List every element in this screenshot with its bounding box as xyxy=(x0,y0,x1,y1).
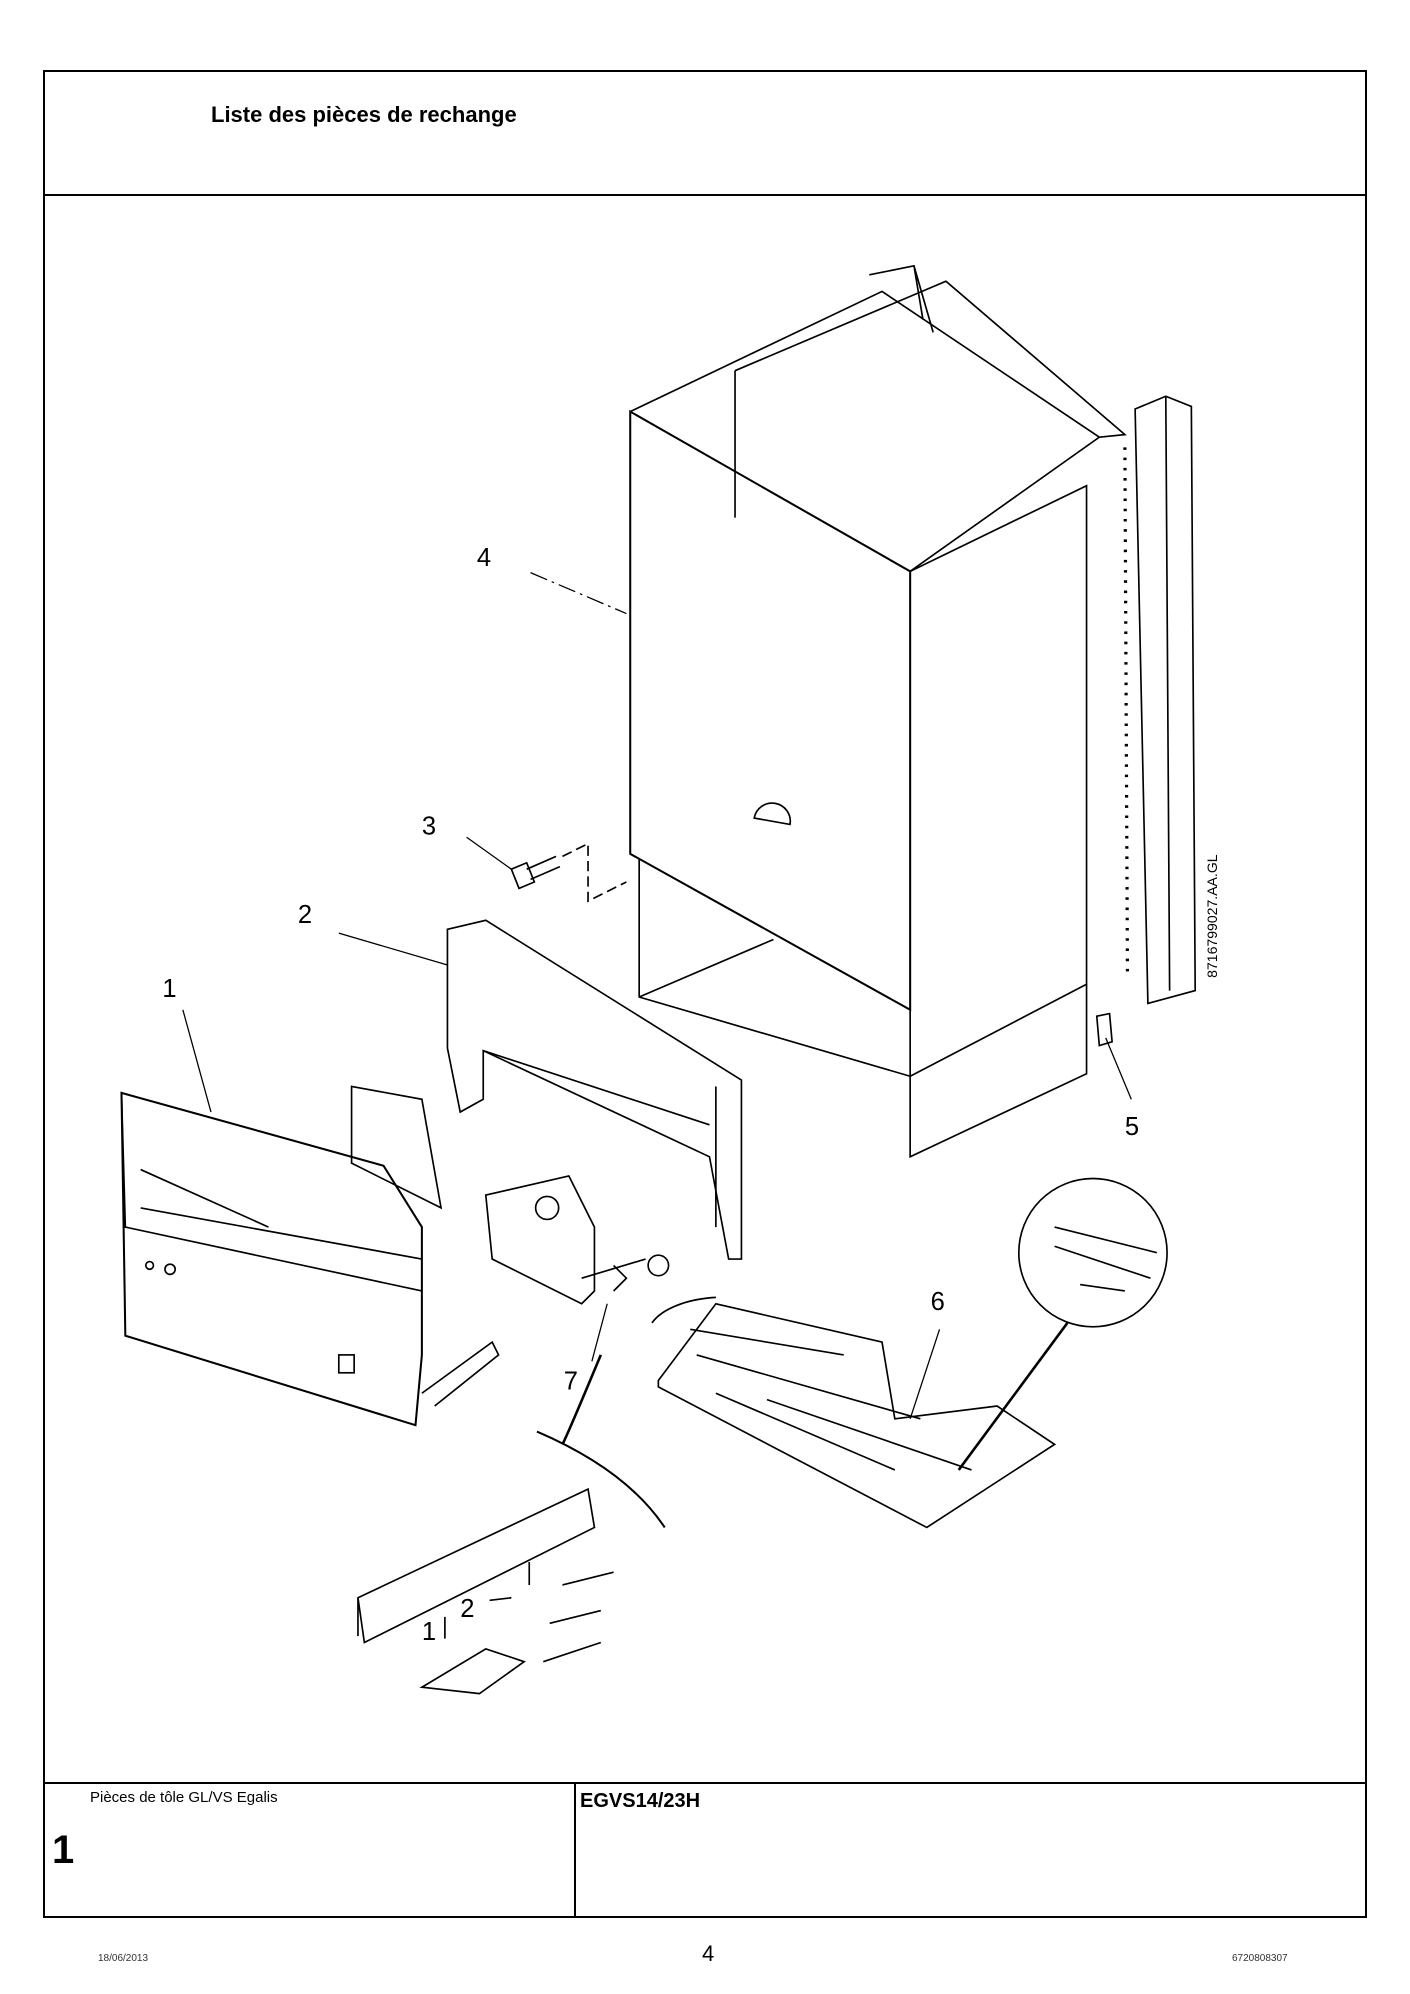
callout-1: 1 xyxy=(162,975,176,1003)
footer-date: 18/06/2013 xyxy=(98,1953,149,1964)
page-title: Liste des pièces de rechange xyxy=(211,102,517,127)
part-screw xyxy=(510,842,627,903)
title-block-column-divider xyxy=(574,1783,576,1918)
title-block-divider xyxy=(43,1782,1367,1784)
callout-5: 5 xyxy=(1125,1113,1139,1141)
part-bracket xyxy=(484,1174,670,1305)
callout-4: 4 xyxy=(477,544,491,572)
part-casing xyxy=(629,264,1197,1159)
drawing-code: 8716799027.AA.GL xyxy=(1204,854,1220,978)
part-front-panel xyxy=(120,1085,500,1427)
part-base-plate xyxy=(651,1177,1168,1529)
page-frame xyxy=(43,70,1367,1918)
detail-inset xyxy=(357,1430,666,1695)
document-number: 6720808307 xyxy=(1232,1953,1288,1964)
callout-2: 2 xyxy=(298,901,312,929)
part-front-frame xyxy=(446,919,743,1260)
callout-6: 6 xyxy=(931,1288,945,1316)
callout-3: 3 xyxy=(422,813,436,841)
detail-label-2: 2 xyxy=(460,1595,474,1623)
header-divider xyxy=(43,194,1367,196)
detail-label-1: 1 xyxy=(422,1618,436,1646)
sheet-number: 1 xyxy=(52,1828,75,1872)
leader-lines xyxy=(182,572,1132,1471)
sheet-caption: Pièces de tôle GL/VS Egalis xyxy=(90,1789,278,1806)
model-number: EGVS14/23H xyxy=(580,1790,701,1812)
callout-7: 7 xyxy=(564,1367,578,1395)
page-number: 4 xyxy=(702,1941,715,1966)
